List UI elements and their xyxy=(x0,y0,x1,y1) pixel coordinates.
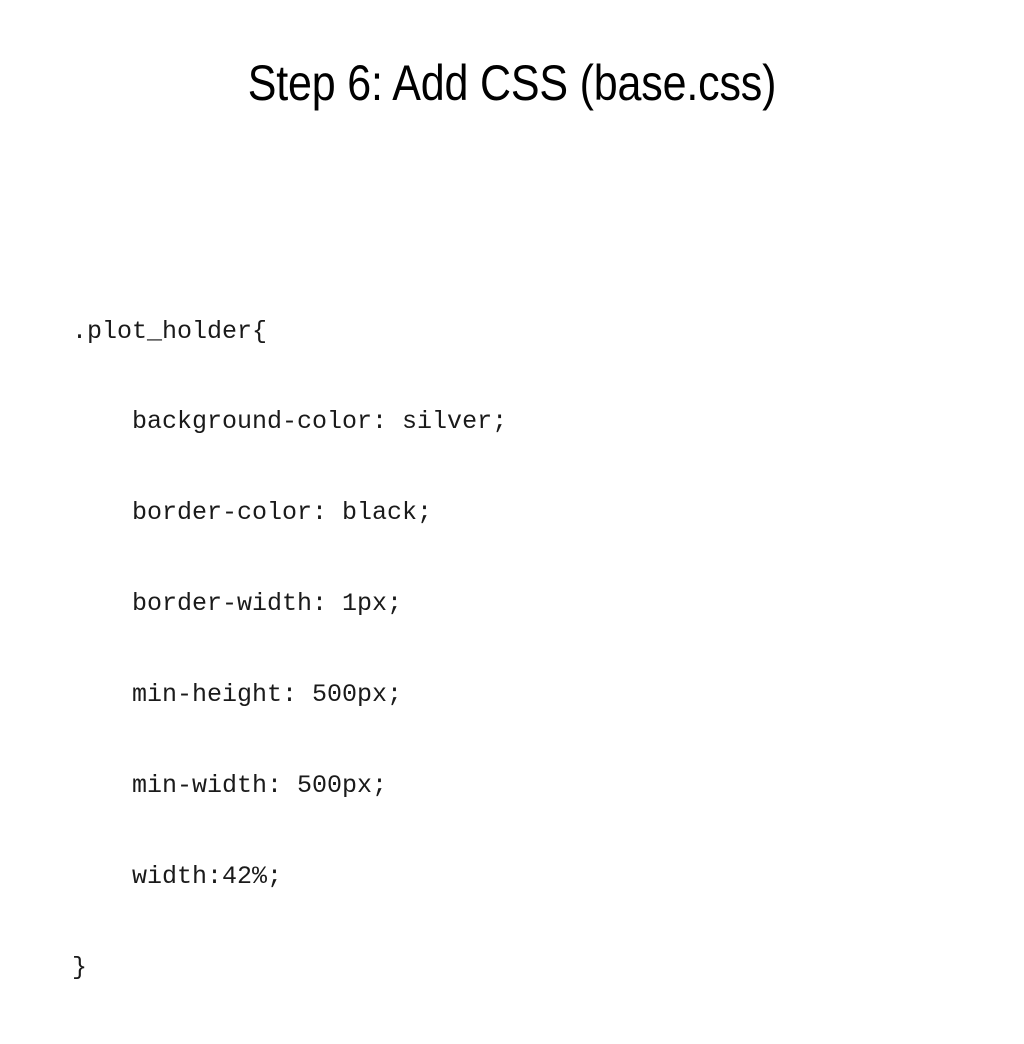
code-line: } xyxy=(72,952,88,982)
code-line: .plot_holder{ xyxy=(72,316,268,346)
code-line: min-height: 500px; xyxy=(72,680,403,710)
code-line: width:42%; xyxy=(72,861,283,891)
css-code-block: .plot_holder{ background-color: silver; … xyxy=(72,256,932,1044)
page-title: Step 6: Add CSS (base.css) xyxy=(247,55,777,111)
code-line: min-width: 500px; xyxy=(72,771,388,801)
slide: Step 6: Add CSS (base.css) .plot_holder{… xyxy=(72,55,777,982)
code-line: border-color: black; xyxy=(72,498,433,528)
code-line: background-color: silver; xyxy=(72,407,508,437)
code-line: border-width: 1px; xyxy=(72,589,403,619)
